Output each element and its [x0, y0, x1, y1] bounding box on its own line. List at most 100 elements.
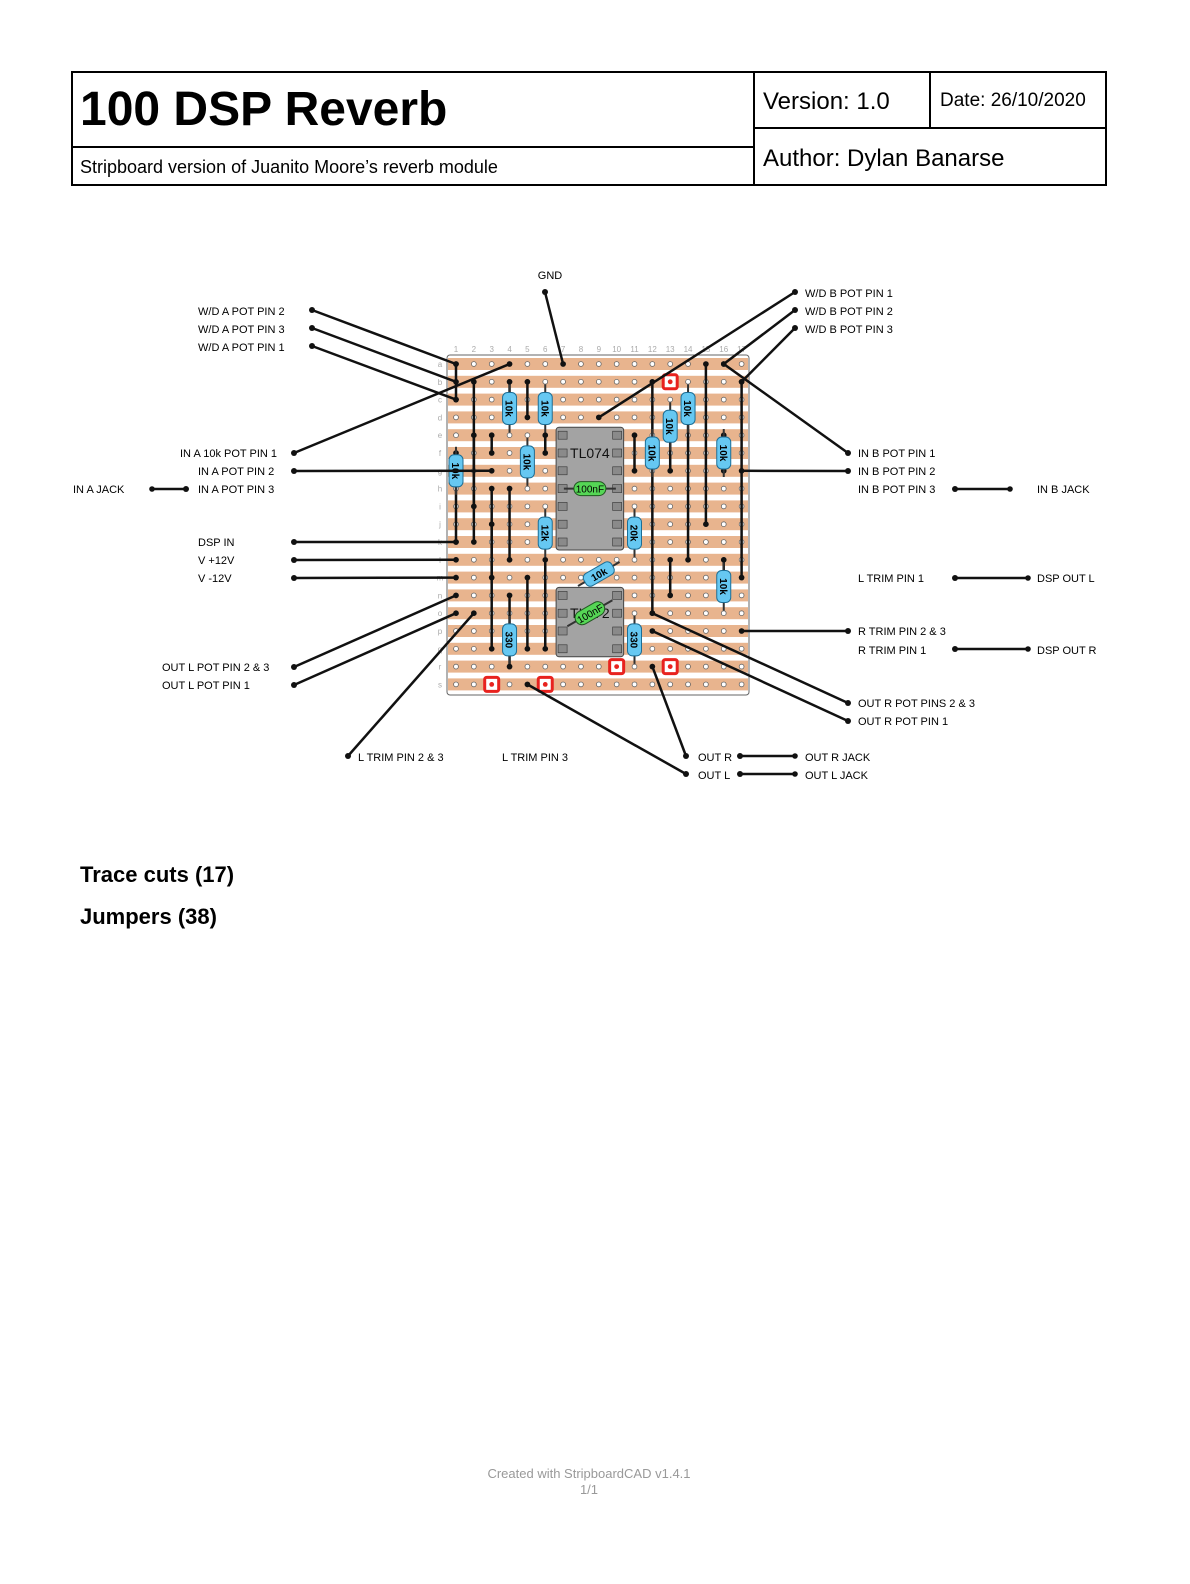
- hole: [560, 396, 566, 403]
- resistor-body: [716, 436, 732, 470]
- trace-cut: [489, 682, 495, 687]
- hole: [578, 414, 584, 421]
- hole: [506, 467, 513, 474]
- wire-end: [453, 361, 459, 367]
- hole: [613, 556, 620, 563]
- column-label: 3: [489, 345, 494, 354]
- ic-pin: [612, 519, 622, 529]
- resistor-label: 10k: [663, 418, 674, 435]
- wire-end: [471, 610, 477, 616]
- ic-pin: [612, 644, 622, 654]
- hole: [542, 467, 549, 474]
- hole: [595, 663, 602, 670]
- label-out-r-pot-pin1: OUT R POT PIN 1: [858, 716, 948, 728]
- capacitor-2: 100nF: [566, 599, 613, 628]
- ic-pin: [557, 502, 568, 511]
- external-wire: [722, 309, 796, 365]
- wire-end: [792, 289, 798, 295]
- ic-pin: [612, 537, 622, 547]
- row-label: s: [438, 680, 442, 689]
- jumper-end: [524, 574, 531, 581]
- wire-end: [453, 396, 459, 403]
- hole: [578, 663, 584, 670]
- page-footer: Created with StripboardCAD v1.4.1 1/1: [0, 1466, 1178, 1498]
- ic-pin: [612, 466, 622, 476]
- ic-pin: [557, 430, 568, 440]
- resistor: 10k: [662, 402, 678, 451]
- wire-end: [309, 325, 315, 331]
- external-wire: [723, 362, 849, 455]
- hole: [720, 521, 727, 527]
- label-out-r-pot-pins23: OUT R POT PINS 2 & 3: [858, 698, 975, 710]
- wire-end: [952, 646, 958, 652]
- hole: [703, 539, 709, 545]
- wire-end: [309, 343, 315, 349]
- hole: [720, 539, 727, 545]
- ic-tl072: TL072: [555, 586, 625, 658]
- hole: [703, 574, 709, 581]
- hole: [506, 574, 513, 581]
- page-number: 1/1: [579, 1482, 599, 1497]
- wire-end: [792, 307, 798, 313]
- jumper-end: [506, 485, 513, 492]
- wire-end: [683, 771, 689, 777]
- resistor-label: 330: [628, 632, 639, 649]
- created-with-text: Created with StripboardCAD v1.4.1: [487, 1466, 691, 1481]
- resistor-body: [582, 561, 615, 587]
- hole: [578, 556, 584, 563]
- hole: [524, 485, 531, 492]
- hole: [631, 610, 638, 616]
- label-out-r: OUT R: [698, 752, 732, 764]
- hole: [488, 361, 495, 367]
- column-label: 1: [454, 345, 459, 354]
- label-in-a-10k-pot-pin1: IN A 10k POT PIN 1: [180, 448, 277, 460]
- resistor: 10k: [537, 384, 553, 433]
- hole: [631, 663, 638, 670]
- hole: [453, 681, 459, 688]
- jumper-end: [631, 432, 638, 439]
- jumper-end: [506, 592, 513, 599]
- column-label: 7: [561, 345, 566, 354]
- resistor-label: 330: [503, 632, 514, 649]
- hole: [471, 361, 477, 367]
- hole: [453, 663, 459, 670]
- hole: [542, 663, 549, 670]
- jumper-end: [471, 539, 477, 545]
- hole: [703, 681, 709, 688]
- hole: [738, 610, 745, 616]
- wire-end: [453, 379, 459, 385]
- ic-pin: [612, 502, 622, 511]
- hole: [685, 574, 691, 581]
- resistor: 330: [627, 615, 642, 664]
- wire-end: [792, 771, 798, 777]
- resistor: 12k: [537, 509, 553, 558]
- resistor-label: 10k: [538, 400, 549, 417]
- hole: [720, 485, 727, 492]
- ic-pin: [612, 608, 622, 618]
- hole: [720, 681, 727, 688]
- hole: [685, 663, 691, 670]
- hole: [560, 681, 566, 688]
- hole: [488, 396, 495, 403]
- date-label: Date: 26/10/2020: [940, 90, 1086, 111]
- hole: [524, 432, 531, 439]
- external-wire: [311, 308, 457, 366]
- wire-end: [453, 557, 459, 563]
- resistor-body: [537, 516, 553, 550]
- wire-end: [683, 753, 689, 759]
- ic-pin: [557, 644, 568, 654]
- wire-end: [309, 307, 315, 313]
- column-label: 2: [472, 345, 477, 354]
- label-dsp-out-r: DSP OUT R: [1037, 645, 1097, 657]
- label-in-a-pot-pin2: IN A POT PIN 2: [198, 466, 274, 478]
- label-in-a-pot-pin3: IN A POT PIN 3: [198, 484, 274, 496]
- resistor-body: [662, 409, 678, 443]
- row-label: r: [439, 663, 442, 672]
- resistor-body: [502, 392, 518, 425]
- hole: [685, 610, 691, 616]
- external-wire: [740, 327, 796, 383]
- label-wd-b-pot-pin3: W/D B POT PIN 3: [805, 324, 893, 336]
- stripboard-diagram: abcdefghijklmnopqrs123456789101112131415…: [73, 270, 1097, 782]
- external-wire: [311, 326, 457, 383]
- label-wd-a-pot-pin1: W/D A POT PIN 1: [198, 342, 285, 354]
